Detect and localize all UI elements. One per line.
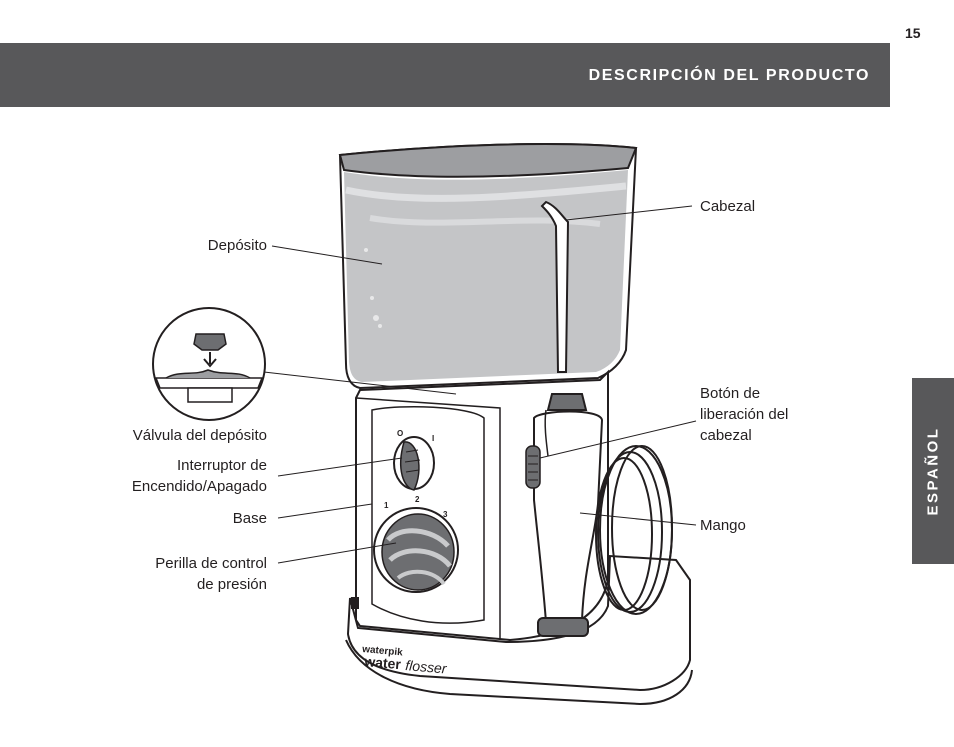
dial-mark-3: 3 (443, 510, 448, 519)
pressure-dial: 1 2 3 (373, 495, 459, 593)
label-boton-line1: Botón de (700, 385, 761, 402)
handle (525, 200, 604, 637)
brand-water: water (363, 653, 402, 672)
label-base: Base (232, 510, 267, 527)
switch-off-mark: O (397, 429, 403, 438)
down-arrow-icon (203, 352, 217, 368)
power-switch: O I (393, 429, 435, 491)
section-title: DESCRIPCIÓN DEL PRODUCTO (588, 67, 870, 84)
valve-inset (152, 307, 266, 421)
leader-lines (263, 205, 697, 564)
label-interruptor-line2: Encendido/Apagado (131, 478, 267, 495)
page-number: 15 (905, 25, 921, 41)
reservoir (338, 143, 638, 402)
label-boton-line3: cabezal (700, 427, 752, 444)
label-mango: Mango (700, 517, 746, 534)
label-deposito: Depósito (207, 237, 267, 254)
dial-mark-1: 1 (384, 501, 389, 510)
dial-mark-2: 2 (415, 495, 420, 504)
label-perilla-line2: de presión (196, 576, 267, 593)
base-tray: waterpik water flosser (345, 554, 693, 706)
label-valvula: Válvula del depósito (132, 427, 267, 444)
brand-waterpik: waterpik (361, 644, 404, 659)
coiled-hose (595, 445, 673, 615)
label-cabezal: Cabezal (700, 198, 756, 215)
brand-flosser: flosser (405, 657, 449, 677)
section-header: DESCRIPCIÓN DEL PRODUCTO (0, 43, 890, 107)
language-tab: ESPAÑOL (912, 378, 954, 564)
label-interruptor-line1: Interruptor de (176, 457, 267, 474)
switch-on-mark: I (432, 434, 434, 443)
label-perilla-line1: Perilla de control (155, 555, 267, 572)
label-boton-line2: liberación del (700, 406, 789, 423)
